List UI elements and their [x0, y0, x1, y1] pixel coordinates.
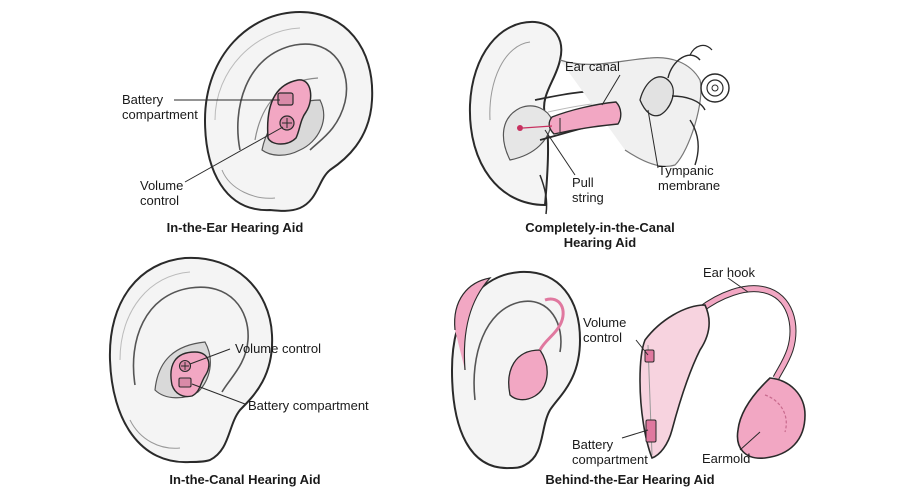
cic-tympanic-label: Tympanic membrane — [658, 163, 721, 193]
itc-battery-door — [178, 377, 192, 388]
bte-volume-label: Volume control — [583, 315, 627, 345]
cic-pull-string-label: Pull string — [572, 175, 604, 205]
cic-ear-canal-label: Ear canal — [565, 59, 620, 74]
ite-battery-label: Battery compartment — [122, 92, 198, 122]
cic-caption: Completely-in-the-Canal Hearing Aid — [525, 220, 675, 250]
bte-device-detail — [639, 285, 806, 460]
bte-earmold-shape — [736, 377, 806, 459]
bte-body — [639, 304, 710, 460]
bte-worn-device — [454, 277, 492, 371]
bte-volume-leader — [635, 339, 649, 356]
bte-ear-drawing — [450, 270, 582, 470]
itc-battery-label: Battery compartment — [248, 398, 369, 413]
bte-hook-leader — [727, 277, 749, 293]
bte-battery-leader — [621, 429, 649, 439]
ite-battery-door — [277, 92, 294, 106]
itc-caption: In-the-Canal Hearing Aid — [169, 472, 321, 487]
bte-earmold-leader — [739, 431, 761, 451]
cochlea-shape — [700, 73, 730, 103]
cic-device — [517, 101, 622, 135]
ite-volume-leader — [184, 126, 284, 183]
bte-volume-switch — [644, 349, 655, 363]
ite-volume-label: Volume control — [140, 178, 184, 208]
cic-pull-leader — [544, 129, 576, 176]
bte-worn-earmold — [508, 349, 548, 401]
cic-pull-string — [522, 125, 553, 129]
cic-tympanic-leader — [647, 109, 659, 169]
bte-earmold-label: Earmold — [702, 451, 751, 466]
cic-canal-leader — [601, 74, 621, 106]
itc-volume-leader — [189, 348, 231, 365]
itc-device — [170, 351, 210, 398]
itc-volume-label: Volume control — [235, 341, 321, 356]
itc-battery-leader — [191, 383, 246, 405]
cic-inner-ear — [639, 44, 730, 166]
ite-device — [266, 79, 312, 145]
cic-pull-string-end — [517, 125, 523, 131]
bte-caption: Behind-the-Ear Hearing Aid — [545, 472, 715, 487]
bte-ear-hook-label: Ear hook — [703, 265, 756, 280]
ite-caption: In-the-Ear Hearing Aid — [166, 220, 304, 235]
bte-battery-label: Battery compartment — [572, 437, 648, 467]
